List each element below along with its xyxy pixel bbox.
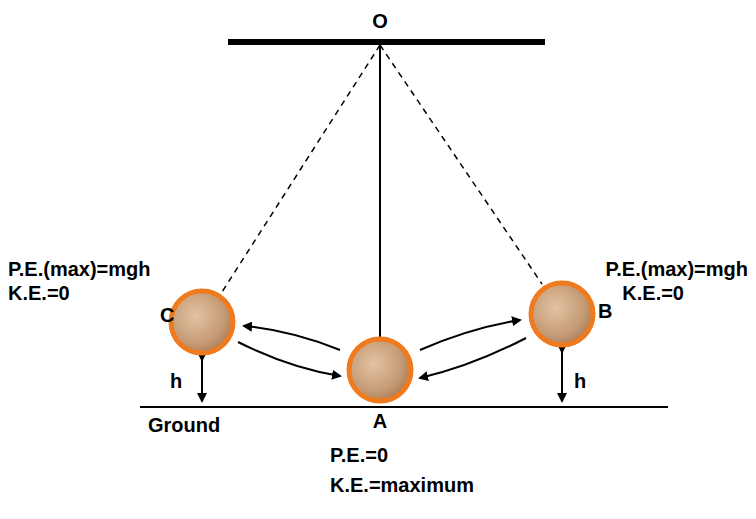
energy-label: P.E.=0 [330,444,388,466]
motion-arrow [238,342,340,376]
energy-label: K.E.=0 [8,282,70,304]
pivot-label: O [372,10,388,32]
energy-label: K.E.=maximum [330,474,474,496]
position-label: A [373,410,387,432]
dashed-string [380,45,542,284]
ground-label: Ground [148,414,220,436]
height-label: h [170,370,182,392]
energy-label: K.E.=0 [622,282,684,304]
motion-arrow [244,326,340,350]
energy-label: P.E.(max)=mgh [8,258,150,280]
string [379,45,381,337]
motion-arrow [420,320,520,350]
height-arrow [561,352,563,401]
pendulum-bob [531,283,593,345]
support-bar [228,39,545,45]
energy-label: P.E.(max)=mgh [606,258,748,280]
pendulum-bob [171,291,233,353]
pendulum-bob [349,339,411,401]
dashed-string [222,45,380,292]
height-label: h [574,370,586,392]
position-label: B [598,300,612,322]
position-label: C [160,304,174,326]
ground-line [140,406,668,408]
motion-arrow [420,338,526,378]
height-arrow [201,360,203,401]
